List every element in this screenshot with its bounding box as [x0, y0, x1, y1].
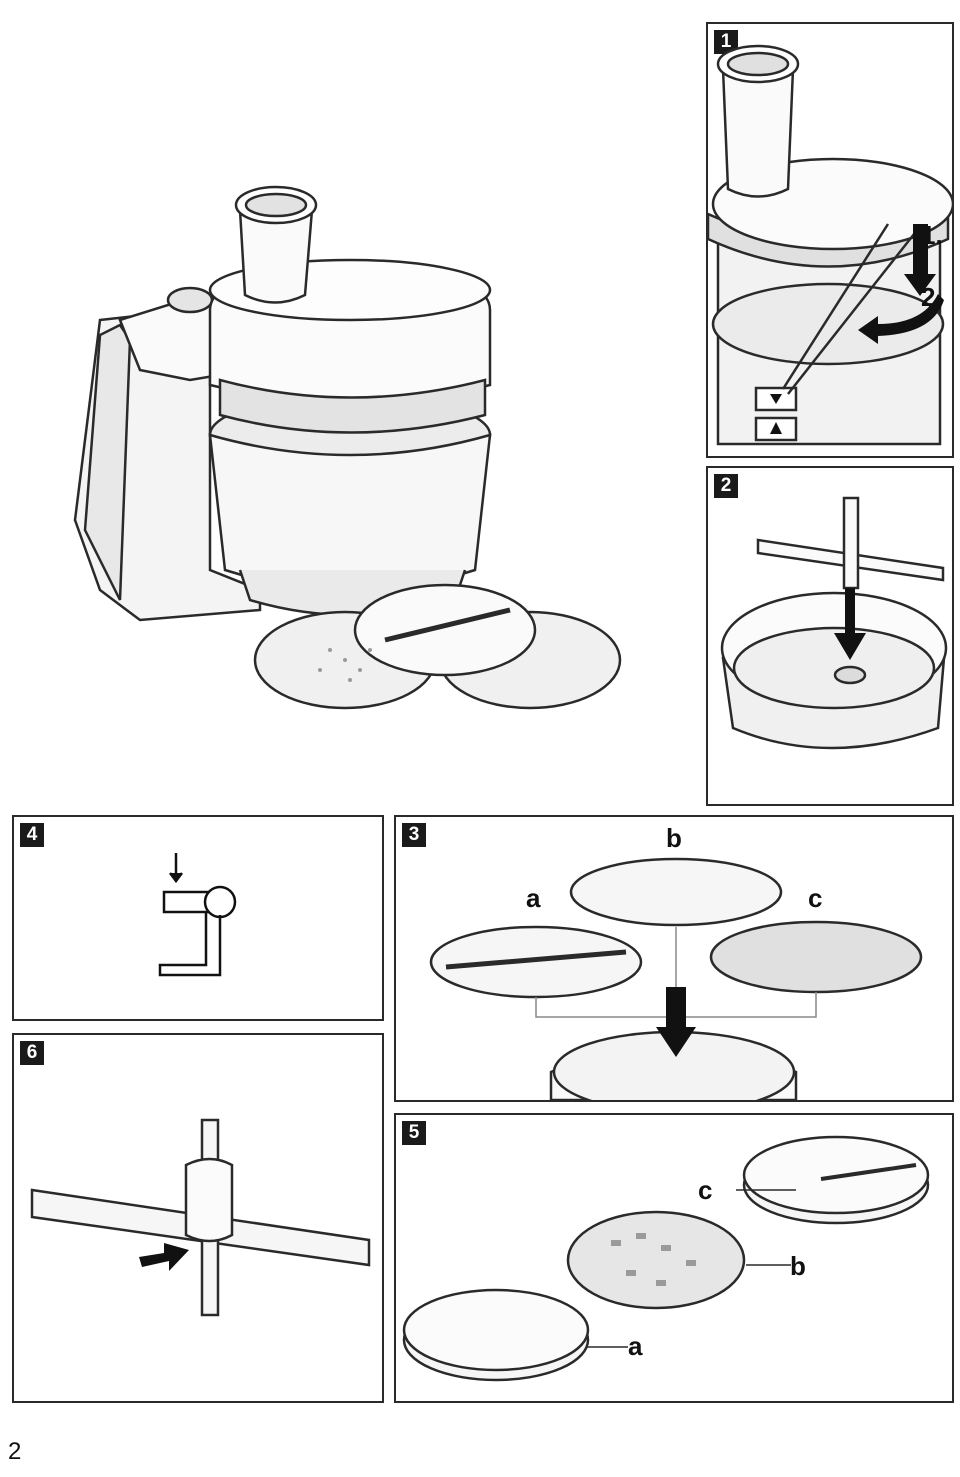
panel-5: 5 c b a: [394, 1113, 954, 1403]
panel-number: 5: [402, 1121, 426, 1145]
step-1-label: 1.: [921, 220, 943, 250]
panel-2: 2: [706, 466, 954, 806]
panel-4: 4: [12, 815, 384, 1021]
panel-3: 3 a b c: [394, 815, 954, 1102]
label-b: b: [666, 823, 682, 853]
panel-number: 2: [714, 474, 738, 498]
panel-number: 3: [402, 823, 426, 847]
label-b: b: [790, 1251, 806, 1281]
step-2-label: 2.: [921, 282, 943, 312]
panel-1: 1 1. 2.: [706, 22, 954, 458]
panel-6: 6: [12, 1033, 384, 1403]
label-c: c: [808, 883, 823, 913]
panel-number: 4: [20, 823, 44, 847]
page-number: 2: [8, 1438, 22, 1465]
panel-number: 6: [20, 1041, 44, 1065]
label-a: a: [526, 883, 541, 913]
appliance-illustration: [60, 170, 630, 720]
label-a: a: [628, 1331, 643, 1361]
label-c: c: [698, 1175, 713, 1205]
